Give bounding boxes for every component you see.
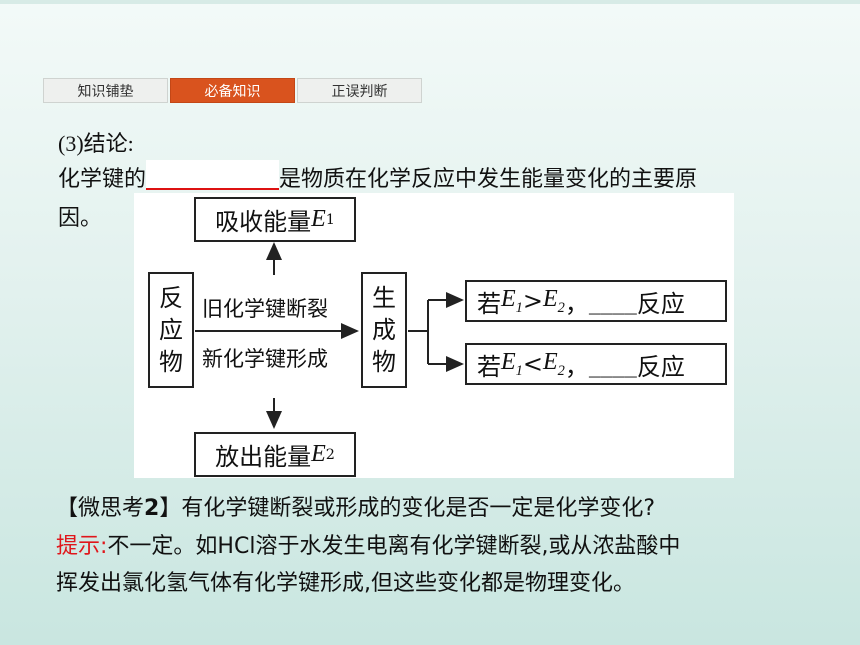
case1-e2: E2 — [542, 285, 565, 316]
think-title: 【微思考 — [56, 496, 145, 521]
case1-comparison: > — [522, 287, 543, 315]
bond-form-label: 新化学键形成 — [202, 347, 328, 371]
reactant-box: 反 应 物 — [148, 272, 194, 388]
reactant-char: 应 — [159, 316, 183, 344]
think-number: 2 — [144, 496, 160, 521]
product-box: 生 成 物 — [361, 272, 407, 388]
release-var: E — [311, 441, 326, 467]
case2-e1: E1 — [501, 348, 523, 379]
case2-comparison: < — [522, 350, 543, 378]
reactant-char: 反 — [159, 284, 183, 312]
top-border — [0, 0, 860, 4]
question-text: 有化学键断裂或形成的变化是否一定是化学变化? — [181, 496, 656, 521]
case2-prefix: 若 — [477, 352, 501, 381]
case1-prefix: 若 — [477, 289, 501, 318]
case2-e2: E2 — [542, 348, 565, 379]
case1-e1: E1 — [501, 285, 523, 316]
release-label: 放出能量 — [215, 443, 312, 471]
answer-blank — [146, 160, 280, 190]
hint-label: 提示: — [56, 534, 108, 559]
case2-comma: ， — [564, 352, 589, 381]
tab-essential-knowledge[interactable]: 必备知识 — [170, 78, 295, 103]
product-char: 成 — [372, 316, 396, 344]
conclusion-suffix: 是物质在化学反应中发生能量变化的主要原 — [279, 167, 698, 192]
release-sub: 2 — [325, 446, 335, 463]
hint-line1: 提示:不一定。如HCl溶于水发生电离有化学键断裂,或从浓盐酸中 — [56, 528, 680, 560]
tab-true-false[interactable]: 正误判断 — [297, 78, 422, 103]
tab-bar: 知识铺垫 必备知识 正误判断 — [43, 78, 424, 103]
conclusion-line2: 因。 — [58, 206, 103, 231]
conclusion-heading: (3)结论: — [58, 131, 134, 156]
tab-background-knowledge[interactable]: 知识铺垫 — [43, 78, 168, 103]
case2-suffix: 反应 — [636, 352, 685, 381]
reactant-char: 物 — [159, 348, 183, 376]
conclusion-line1: 化学键的 是物质在化学反应中发生能量变化的主要原 — [58, 160, 697, 193]
answer-text-1: 不一定。如HCl溶于水发生电离有化学键断裂,或从浓盐酸中 — [107, 534, 681, 559]
product-char: 物 — [372, 348, 396, 376]
hint-line2: 挥发出氯化氢气体有化学键形成,但这些变化都是物理变化。 — [56, 571, 635, 596]
absorb-sub: 1 — [325, 211, 335, 228]
case1-blank: ____ — [588, 287, 637, 315]
bond-break-label: 旧化学键断裂 — [202, 297, 328, 321]
case1-suffix: 反应 — [636, 289, 685, 318]
absorb-var: E — [311, 206, 326, 232]
case1-comma: ， — [564, 289, 589, 318]
absorb-label: 吸收能量 — [215, 208, 312, 236]
product-char: 生 — [372, 284, 396, 312]
case2-blank: ____ — [588, 350, 637, 378]
think-question: 【微思考2】有化学键断裂或形成的变化是否一定是化学变化? — [56, 490, 655, 522]
think-title-close: 】 — [159, 496, 182, 521]
conclusion-prefix: 化学键的 — [58, 167, 147, 192]
